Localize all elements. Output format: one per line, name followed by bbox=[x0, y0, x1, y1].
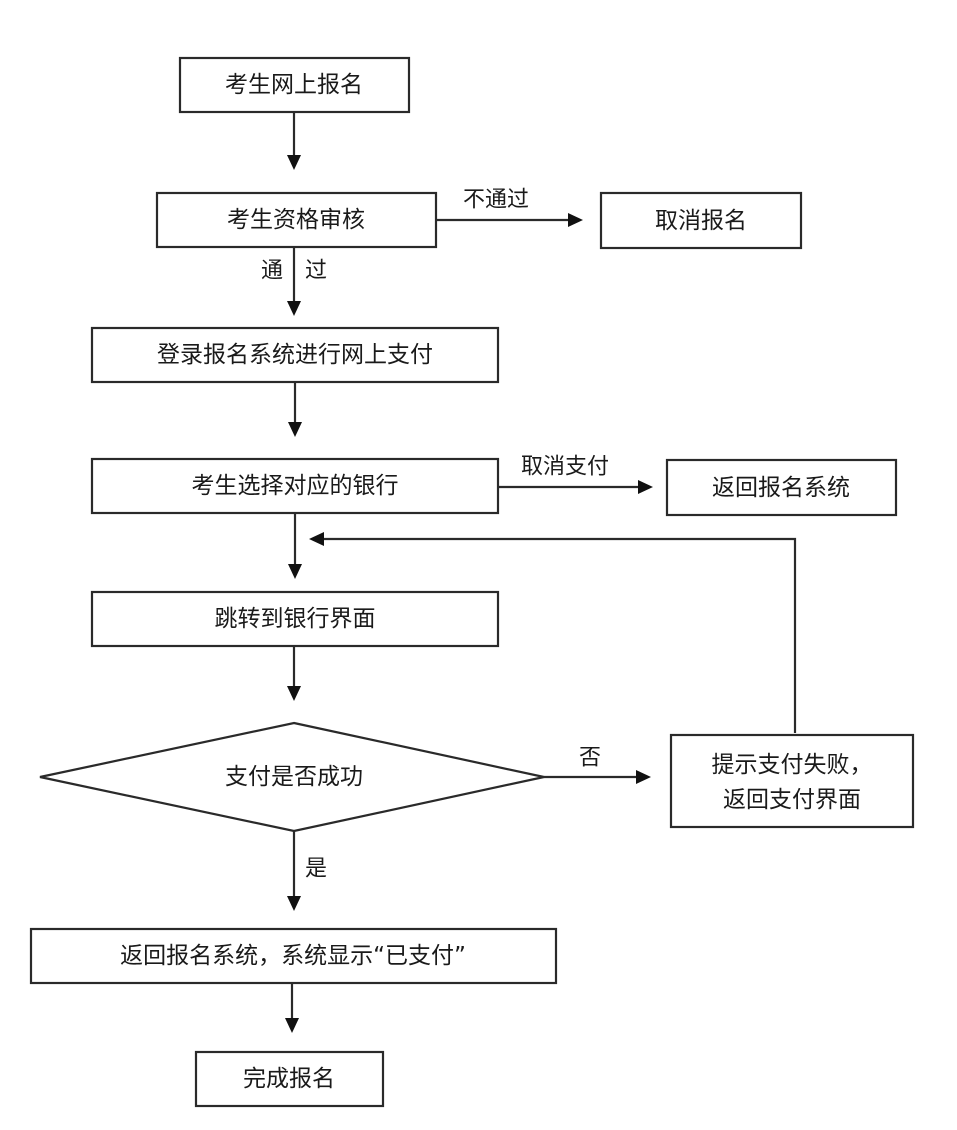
node-login-online-payment: 登录报名系统进行网上支付 bbox=[90, 326, 500, 384]
node-paid-status-label: 返回报名系统，系统显示“已支付” bbox=[120, 943, 466, 969]
edge-login-to-select-bank bbox=[288, 382, 302, 437]
node-online-registration-label: 考生网上报名 bbox=[225, 72, 363, 98]
arrowhead-down-icon bbox=[287, 896, 301, 911]
node-online-registration: 考生网上报名 bbox=[178, 56, 411, 114]
node-qualification-review: 考生资格审核 bbox=[155, 191, 438, 249]
arrowhead-right-icon bbox=[568, 213, 583, 227]
edge-label-not-passed: 不通过 bbox=[463, 188, 529, 213]
node-return-registration-system-label: 返回报名系统 bbox=[712, 475, 850, 501]
node-redirect-bank-page: 跳转到银行界面 bbox=[90, 590, 500, 648]
node-select-bank: 考生选择对应的银行 bbox=[90, 457, 500, 515]
edge-label-cancel-payment: 取消支付 bbox=[521, 455, 609, 480]
arrowhead-down-icon bbox=[287, 301, 301, 316]
arrowhead-down-icon bbox=[287, 686, 301, 701]
node-qualification-review-label: 考生资格审核 bbox=[227, 207, 365, 233]
arrowhead-down-icon bbox=[288, 422, 302, 437]
decision-payment-success: 支付是否成功 bbox=[39, 721, 545, 833]
edge-label-no: 否 bbox=[579, 746, 601, 771]
node-select-bank-label: 考生选择对应的银行 bbox=[192, 473, 399, 499]
arrowhead-right-icon bbox=[636, 770, 651, 784]
node-cancel-registration-label: 取消报名 bbox=[655, 208, 747, 234]
edge-paid-to-complete bbox=[285, 983, 299, 1033]
arrowhead-down-icon bbox=[287, 155, 301, 170]
node-cancel-registration: 取消报名 bbox=[599, 191, 803, 250]
node-payment-failed: 提示支付失败， 返回支付界面 bbox=[669, 733, 915, 829]
edge-cancel-payment: 取消支付 bbox=[498, 455, 653, 494]
edge-decision-no: 否 bbox=[544, 746, 651, 784]
node-login-online-payment-label: 登录报名系统进行网上支付 bbox=[157, 342, 433, 368]
edge-registration-to-review bbox=[287, 112, 301, 170]
node-redirect-bank-page-label: 跳转到银行界面 bbox=[215, 606, 376, 632]
arrowhead-down-icon bbox=[288, 564, 302, 579]
node-payment-failed-line1: 提示支付失败， bbox=[712, 752, 873, 778]
edge-label-passed: 通 过 bbox=[261, 259, 327, 284]
arrowhead-right-icon bbox=[638, 480, 653, 494]
edge-select-bank-to-redirect bbox=[288, 513, 302, 579]
node-complete-registration: 完成报名 bbox=[194, 1050, 385, 1108]
edge-label-yes: 是 bbox=[305, 857, 327, 882]
edge-failed-loop-back bbox=[309, 532, 797, 733]
edge-review-not-passed: 不通过 bbox=[436, 188, 583, 227]
edge-review-passed: 通 过 bbox=[261, 247, 327, 316]
node-return-registration-system: 返回报名系统 bbox=[665, 458, 898, 517]
edge-redirect-to-decision bbox=[287, 646, 301, 701]
arrowhead-down-icon bbox=[285, 1018, 299, 1033]
edge-decision-yes: 是 bbox=[287, 831, 327, 911]
decision-payment-success-label: 支付是否成功 bbox=[225, 764, 363, 790]
arrowhead-left-icon bbox=[309, 532, 324, 546]
node-payment-failed-line2: 返回支付界面 bbox=[723, 787, 861, 813]
node-complete-registration-label: 完成报名 bbox=[243, 1066, 335, 1092]
node-paid-status: 返回报名系统，系统显示“已支付” bbox=[29, 927, 558, 985]
